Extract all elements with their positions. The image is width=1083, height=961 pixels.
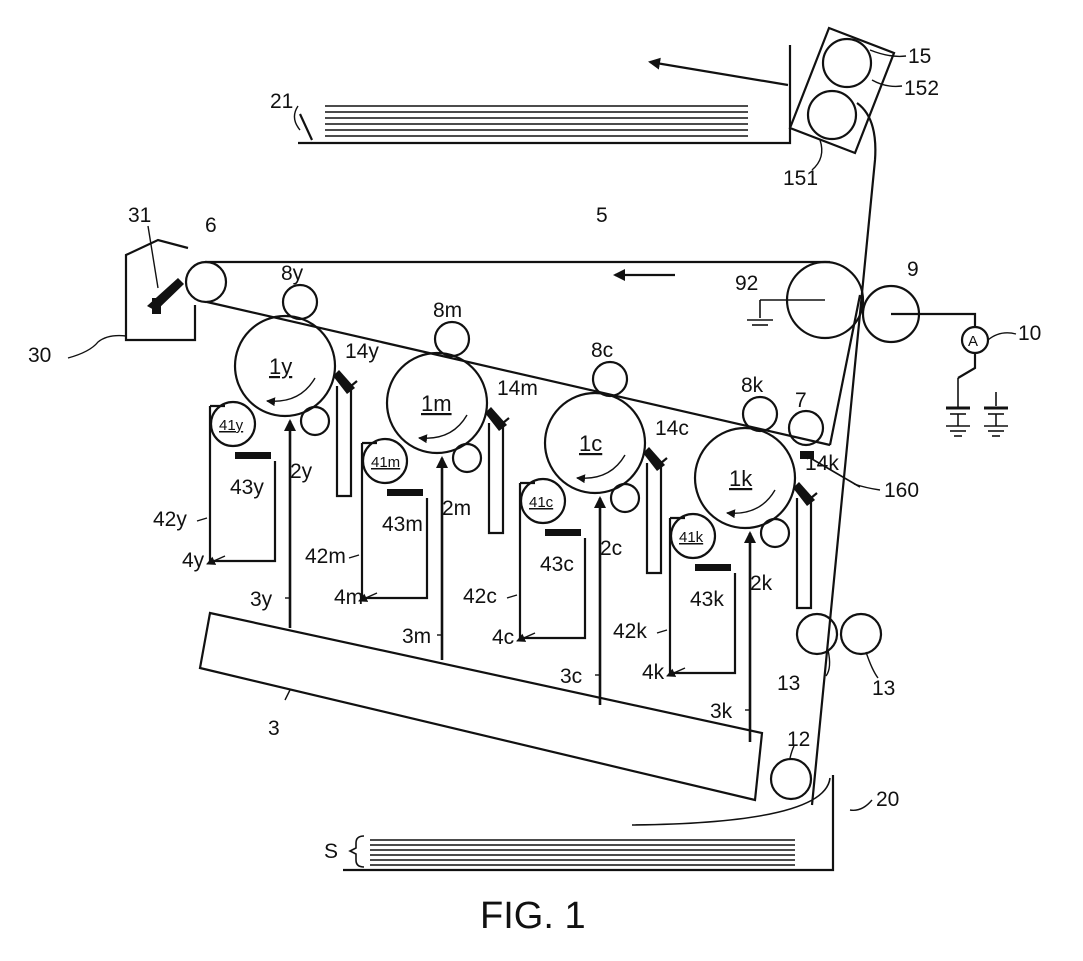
label-charger: 2k: [750, 572, 773, 595]
primary-transfer-roller: [593, 362, 627, 396]
label-primary-transfer-roller: 8k: [741, 374, 764, 397]
label-developer-blade: 43m: [382, 513, 423, 536]
label-developer-housing: 42c: [463, 585, 497, 608]
fixing-unit: [790, 28, 894, 153]
charger-roller: [611, 484, 639, 512]
charger-roller: [761, 519, 789, 547]
label-primary-transfer-roller: 8m: [433, 299, 462, 322]
label-developer-housing: 42y: [153, 508, 187, 531]
intermediate-transfer-belt: [205, 262, 860, 445]
developer-blade: [695, 564, 731, 571]
figure-caption: FIG. 1: [480, 895, 586, 937]
drum-cleaner: [797, 493, 817, 608]
label-input-tray: 20: [876, 788, 899, 811]
fixing-roller-lower: [808, 91, 856, 139]
label-exposure-beam: 3k: [710, 700, 733, 723]
charger-roller: [301, 407, 329, 435]
input-tray: [343, 775, 833, 870]
drum-cleaner: [337, 381, 357, 496]
label-primary-transfer-roller: 8y: [281, 262, 304, 285]
label-belt: 5: [596, 204, 608, 227]
label-developing-roller: 41k: [679, 529, 704, 546]
label-exposure-beam: 3c: [560, 665, 582, 688]
label-registration-a: 13: [777, 672, 800, 695]
label-exposure-beam: 3y: [250, 588, 273, 611]
imaging-stations: 1y 41y 2y 43y 42y 4y 3y 8y 14y 1m 41m 2m 43m 42m 4m 3m 8…: [153, 262, 839, 742]
label-cleaner-blade: 31: [128, 204, 151, 227]
label-exposure-beam: 3m: [402, 625, 431, 648]
label-charger: 2m: [442, 497, 471, 520]
label-sheet-stack: S: [324, 840, 338, 863]
label-exposure-unit: 3: [268, 717, 280, 740]
output-tray: [298, 45, 790, 143]
developer-blade: [545, 529, 581, 536]
label-tension-roller: 7: [795, 389, 807, 412]
primary-transfer-roller: [435, 322, 469, 356]
label-primary-transfer-roller: 8c: [591, 339, 613, 362]
label-charger: 2y: [290, 460, 313, 483]
label-output-tray: 21: [270, 90, 293, 113]
exposure-unit: [200, 613, 762, 800]
label-developer-housing: 42k: [613, 620, 647, 643]
label-drum: 1c: [579, 431, 602, 456]
label-fixing-roller-upper: 152: [904, 77, 939, 100]
label-sensor: 160: [884, 479, 919, 502]
label-fixing-unit: 15: [908, 45, 931, 68]
primary-transfer-roller: [743, 397, 777, 431]
label-developer-blade: 43y: [230, 476, 264, 499]
label-drum-cleaner: 14y: [345, 340, 379, 363]
label-developer-unit: 4m: [334, 586, 363, 609]
label-developing-roller: 41y: [219, 417, 244, 434]
label-developing-roller: 41c: [529, 494, 554, 511]
label-registration-b: 13: [872, 677, 895, 700]
current-meter-symbol: A: [968, 333, 978, 350]
label-fixing-roller-lower: 151: [783, 167, 818, 190]
label-drum-cleaner: 14k: [805, 452, 839, 475]
label-developer-unit: 4k: [642, 661, 665, 684]
label-drum: 1y: [269, 354, 292, 379]
label-charger: 2c: [600, 537, 622, 560]
station-1y: 1y 41y 2y 43y 42y 4y 3y 8y 14y: [153, 262, 379, 628]
label-developer-blade: 43k: [690, 588, 724, 611]
label-backup-roller: 92: [735, 272, 758, 295]
label-developer-blade: 43c: [540, 553, 574, 576]
registration-roller-b: [841, 614, 881, 654]
drum-cleaner: [647, 458, 667, 573]
label-developing-roller: 41m: [371, 454, 400, 471]
label-current-meter: 10: [1018, 322, 1041, 345]
label-developer-unit: 4y: [182, 549, 205, 572]
charger-roller: [453, 444, 481, 472]
label-drum-cleaner: 14c: [655, 417, 689, 440]
station-1m: 1m 41m 2m 43m 42m 4m 3m 8m 14m: [305, 299, 538, 660]
label-drum: 1k: [729, 466, 753, 491]
pickup-roller: [771, 759, 811, 799]
label-pickup-roller: 12: [787, 728, 810, 751]
label-belt-roller: 6: [205, 214, 217, 237]
label-developer-unit: 4c: [492, 626, 514, 649]
label-belt-cleaner: 30: [28, 344, 51, 367]
primary-transfer-roller: [283, 285, 317, 319]
drum-cleaner: [489, 418, 509, 533]
label-secondary-transfer: 9: [907, 258, 919, 281]
belt-roller-left: [186, 262, 226, 302]
developer-blade: [235, 452, 271, 459]
label-drum-cleaner: 14m: [497, 377, 538, 400]
label-developer-housing: 42m: [305, 545, 346, 568]
developer-blade: [387, 489, 423, 496]
label-drum: 1m: [421, 391, 452, 416]
belt-cleaner: [126, 240, 195, 340]
bias-circuit: [891, 314, 1008, 436]
registration-roller-a: [797, 614, 837, 654]
fixing-roller-upper: [823, 39, 871, 87]
